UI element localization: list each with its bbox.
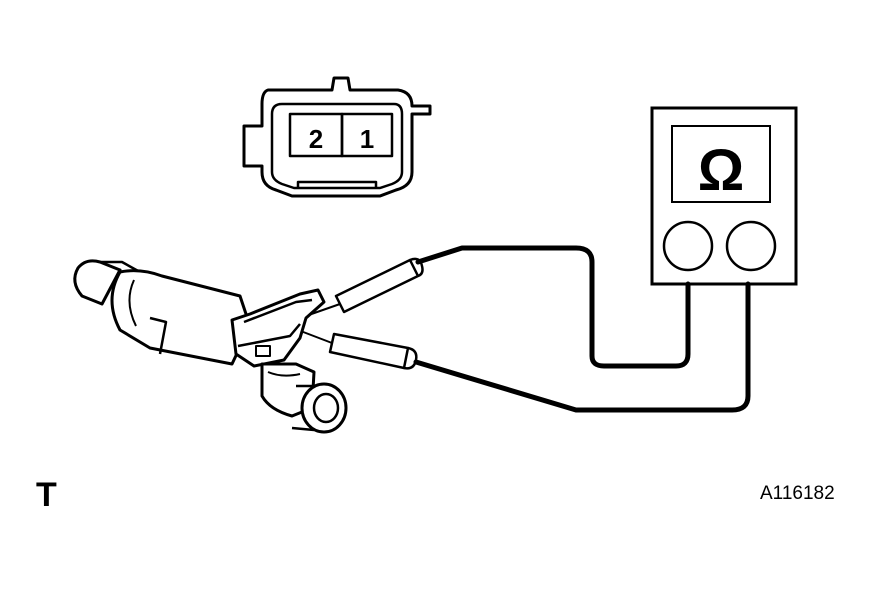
ohm-symbol-icon: Ω — [698, 138, 745, 203]
fuel-injector — [73, 259, 348, 434]
ohmmeter-terminal-left — [662, 220, 714, 272]
probes — [297, 257, 424, 370]
probe-lower — [297, 329, 418, 370]
test-lead-lower — [413, 281, 751, 413]
corner-label: T — [36, 476, 57, 514]
ohmmeter — [650, 106, 798, 286]
test-lead-upper — [415, 245, 691, 369]
test-leads — [413, 245, 751, 413]
figure-id: A116182 — [760, 483, 835, 504]
connector-face — [242, 76, 432, 198]
probe-upper — [299, 257, 424, 319]
connector-pin-2-label: 2 — [309, 124, 323, 154]
connector-pin-1-label: 1 — [360, 124, 374, 154]
ohmmeter-terminal-right — [725, 220, 777, 272]
